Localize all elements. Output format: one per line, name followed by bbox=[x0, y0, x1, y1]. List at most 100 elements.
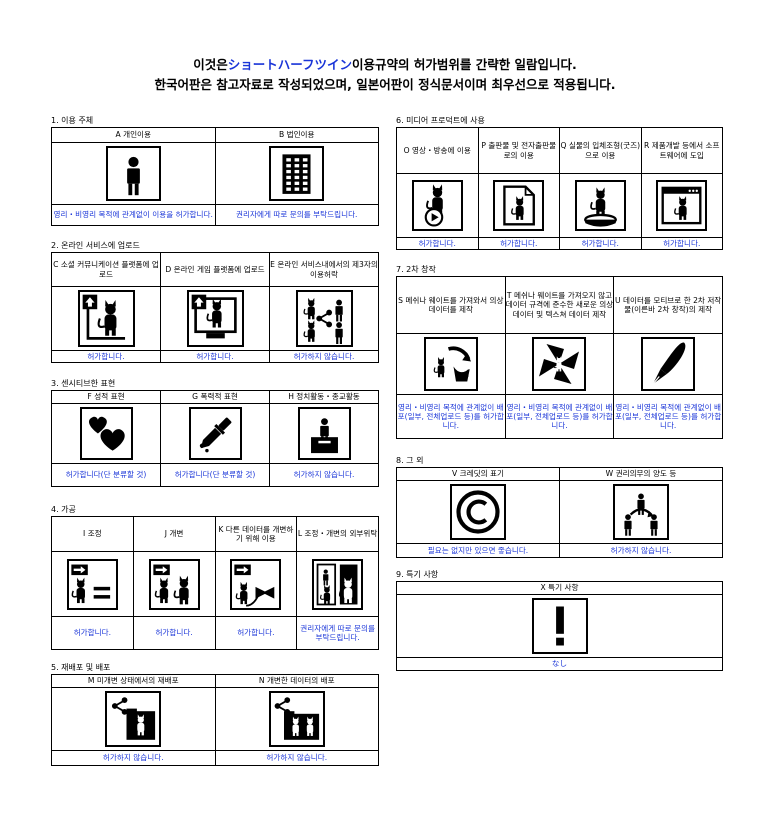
license-item-permission: 영리・비영리 목적에 관계없이 이용을 허가합니다. bbox=[51, 204, 216, 226]
license-item-permission: 영리・비영리 목적에 관계없이 배포(일부, 전체업로드 등)를 허가합니다. bbox=[613, 394, 723, 439]
podium-icon bbox=[297, 407, 351, 460]
person-icon bbox=[105, 146, 161, 201]
license-item-label: Q 실물의 입체조형(굿즈)으로 이용 bbox=[559, 127, 642, 174]
license-item-icon-cell bbox=[214, 551, 298, 617]
license-item-label: V 크레딧의 표기 bbox=[396, 467, 560, 481]
license-item-icon-cell bbox=[559, 480, 723, 544]
transfer-icon bbox=[613, 484, 669, 540]
license-item-icon-cell bbox=[296, 551, 379, 617]
license-item-permission: 허가합니다. bbox=[559, 237, 642, 250]
header-text: 이용규약의 허가범위를 간략한 일람입니다. bbox=[351, 57, 577, 72]
license-item-permission: 영리・비영리 목적에 관계없이 배포(일부, 전체업로드 등)를 허가합니다. bbox=[504, 394, 615, 439]
hearts-icon bbox=[79, 407, 133, 460]
license-item-icon-cell bbox=[396, 480, 560, 544]
license-item-label: K 다른 데이터를 개변하기 위해 이용 bbox=[214, 516, 298, 552]
license-item-icon-cell bbox=[396, 333, 506, 395]
license-item-icon-cell bbox=[477, 173, 560, 238]
outsource-icon bbox=[312, 558, 364, 610]
section-title: 3. 센시티브한 표현 bbox=[51, 379, 116, 388]
license-item-label: A 개인이용 bbox=[51, 127, 216, 143]
section-title: 5. 재배포 및 배포 bbox=[51, 663, 111, 672]
page-header: 이것은ショートハーフツイン이용규약의 허가범위를 간략한 일람입니다. 한국어판… bbox=[0, 55, 770, 95]
license-item-icon-cell bbox=[504, 333, 615, 395]
section-title: 7. 2차 창작 bbox=[396, 265, 436, 274]
third-party-share-icon bbox=[295, 290, 353, 347]
license-item-permission: 허가합니다. bbox=[132, 616, 216, 650]
license-item-label: J 개변 bbox=[132, 516, 216, 552]
license-item-icon-cell bbox=[51, 403, 161, 464]
license-item-permission: 허가합니다. bbox=[640, 237, 723, 250]
license-item-icon-cell bbox=[51, 687, 216, 751]
license-item-permission: 허가하지 않습니다. bbox=[214, 750, 379, 766]
license-item-permission: 권리자에게 따로 문의를 부탁드립니다. bbox=[214, 204, 379, 226]
license-item-permission: 필요는 없지만 있으면 좋습니다. bbox=[396, 543, 560, 558]
header-line-2: 한국어판은 참고자료로 작성되었으며, 일본어판이 정식문서이며 최우선으로 적… bbox=[154, 77, 616, 92]
section-title: 6. 미디어 프로덕트에 사용 bbox=[396, 116, 485, 125]
pinwheel-icon bbox=[532, 337, 587, 391]
license-item-label: L 조정・개변의 외부위탁 bbox=[296, 516, 379, 552]
modify-icon bbox=[148, 558, 200, 610]
license-item-icon-cell bbox=[269, 286, 379, 351]
redistribute-icon bbox=[105, 691, 162, 747]
header-text: 이것은 bbox=[193, 57, 228, 72]
copyright-icon bbox=[450, 484, 506, 540]
license-item-icon-cell bbox=[51, 286, 161, 351]
license-item-permission: 허가합니다. bbox=[477, 237, 560, 250]
license-item-icon-cell bbox=[396, 173, 479, 238]
section-title: 4. 가공 bbox=[51, 505, 76, 514]
license-item-permission: 허가합니다. bbox=[51, 616, 134, 650]
software-icon bbox=[656, 180, 708, 231]
license-item-label: N 개변한 데이터의 배포 bbox=[214, 674, 379, 688]
license-item-label: R 제품개발 등에서 소프트웨어에 도입 bbox=[640, 127, 723, 174]
license-item-label: X 특기 사항 bbox=[396, 581, 723, 595]
exclamation-icon bbox=[531, 598, 588, 654]
license-item-icon-cell bbox=[269, 403, 379, 464]
figure-icon bbox=[574, 180, 626, 231]
license-item-label: F 성적 표현 bbox=[51, 390, 161, 404]
license-item-permission: 허가합니다(단 분류할 것) bbox=[51, 463, 161, 487]
license-item-icon-cell bbox=[214, 142, 379, 205]
license-item-label: C 소셜 커뮤니케이션 플랫폼에 업로드 bbox=[51, 252, 161, 287]
license-item-permission: 영리・비영리 목적에 관계없이 배포(일부, 전체업로드 등)를 허가합니다. bbox=[396, 394, 506, 439]
license-item-icon-cell bbox=[640, 173, 723, 238]
license-item-permission: 허가하지 않습니다. bbox=[51, 750, 216, 766]
license-item-permission: 허가합니다. bbox=[214, 616, 298, 650]
license-item-icon-cell bbox=[51, 551, 134, 617]
license-item-label: P 출판물 및 전자출판물로의 이용 bbox=[477, 127, 560, 174]
section-title: 9. 특기 사항 bbox=[396, 570, 439, 579]
pen-icon bbox=[641, 337, 696, 391]
license-item-permission: 허가하지 않습니다. bbox=[269, 463, 379, 487]
license-item-permission: 허가하지 않습니다. bbox=[559, 543, 723, 558]
knife-icon bbox=[188, 407, 242, 460]
section-title: 8. 그 외 bbox=[396, 456, 424, 465]
modify-other-icon bbox=[230, 558, 282, 610]
license-item-label: O 영상・방송에 이용 bbox=[396, 127, 479, 174]
license-item-icon-cell bbox=[160, 286, 270, 351]
license-item-permission: 허가합니다. bbox=[160, 350, 270, 363]
publication-icon bbox=[493, 180, 545, 231]
video-icon bbox=[411, 180, 463, 231]
section-title: 1. 이용 주체 bbox=[51, 116, 94, 125]
building-icon bbox=[269, 146, 325, 201]
license-item-icon-cell bbox=[132, 551, 216, 617]
license-item-label: B 법인이용 bbox=[214, 127, 379, 143]
distribute-modified-icon bbox=[268, 691, 325, 747]
license-item-label: T 메쉬나 웨이트를 가져오지 않고 데이터 규격에 준수한 새로운 의상 데이… bbox=[504, 276, 615, 334]
license-item-icon-cell bbox=[613, 333, 723, 395]
